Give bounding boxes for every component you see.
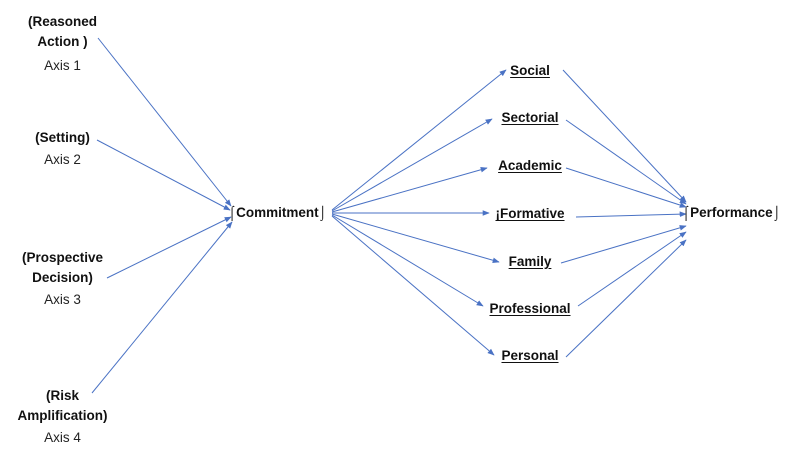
arrow-commitment-academic (331, 167, 488, 213)
node-performance: ⌠Performance⌡ (682, 205, 781, 220)
arrow-commitment-personal (331, 215, 495, 356)
axis-label: Axis 1 (44, 58, 81, 73)
node-sectorial: Sectorial (501, 110, 559, 125)
node-family: Family (508, 254, 552, 269)
axis-label: Axis 3 (44, 292, 81, 307)
arrow-axis1-commitment (97, 37, 232, 207)
input-prospective-decision: (Prospective Decision) Axis 3 (5, 248, 120, 310)
arrow-academic-performance (565, 167, 687, 208)
input-title-line1: (Setting) (35, 130, 90, 145)
axis-label: Axis 4 (44, 430, 81, 445)
input-title-line2: Amplification) (17, 408, 108, 423)
input-title-line1: (Prospective (21, 250, 104, 265)
input-title-line1: (Risk (45, 388, 79, 403)
axis-label: Axis 2 (44, 152, 81, 167)
arrow-personal-performance (565, 239, 687, 358)
arrow-commitment-sectorial (331, 118, 493, 212)
input-title-line2: Decision) (32, 270, 93, 285)
input-title-line1: (Reasoned (27, 14, 98, 29)
input-risk-amplification: (Risk Amplification) Axis 4 (5, 386, 120, 448)
arrow-axis2-commitment (96, 139, 231, 211)
node-formative: ¡Formative (495, 206, 565, 221)
arrow-social-performance (562, 69, 687, 203)
arrow-layer (91, 37, 687, 394)
input-title-line2: Action ) (37, 34, 88, 49)
arrow-axis3-commitment (106, 216, 232, 279)
arrow-axis4-commitment (91, 221, 233, 394)
node-professional: Professional (489, 301, 571, 316)
arrow-family-performance (560, 225, 687, 264)
input-reasoned-action: (Reasoned Action ) Axis 1 (5, 12, 120, 76)
arrow-professional-performance (577, 231, 687, 307)
arrow-sectorial-performance (565, 119, 687, 205)
node-social: Social (510, 63, 550, 78)
arrow-formative-performance (575, 211, 687, 218)
node-personal: Personal (501, 348, 559, 363)
node-academic: Academic (498, 158, 562, 173)
arrow-commitment-professional (331, 214, 484, 307)
arrow-commitment-family (331, 213, 500, 263)
input-setting: (Setting) Axis 2 (5, 128, 120, 170)
node-commitment: ⌠Commitment⌡ (228, 205, 327, 220)
arrow-commitment-social (331, 69, 507, 211)
